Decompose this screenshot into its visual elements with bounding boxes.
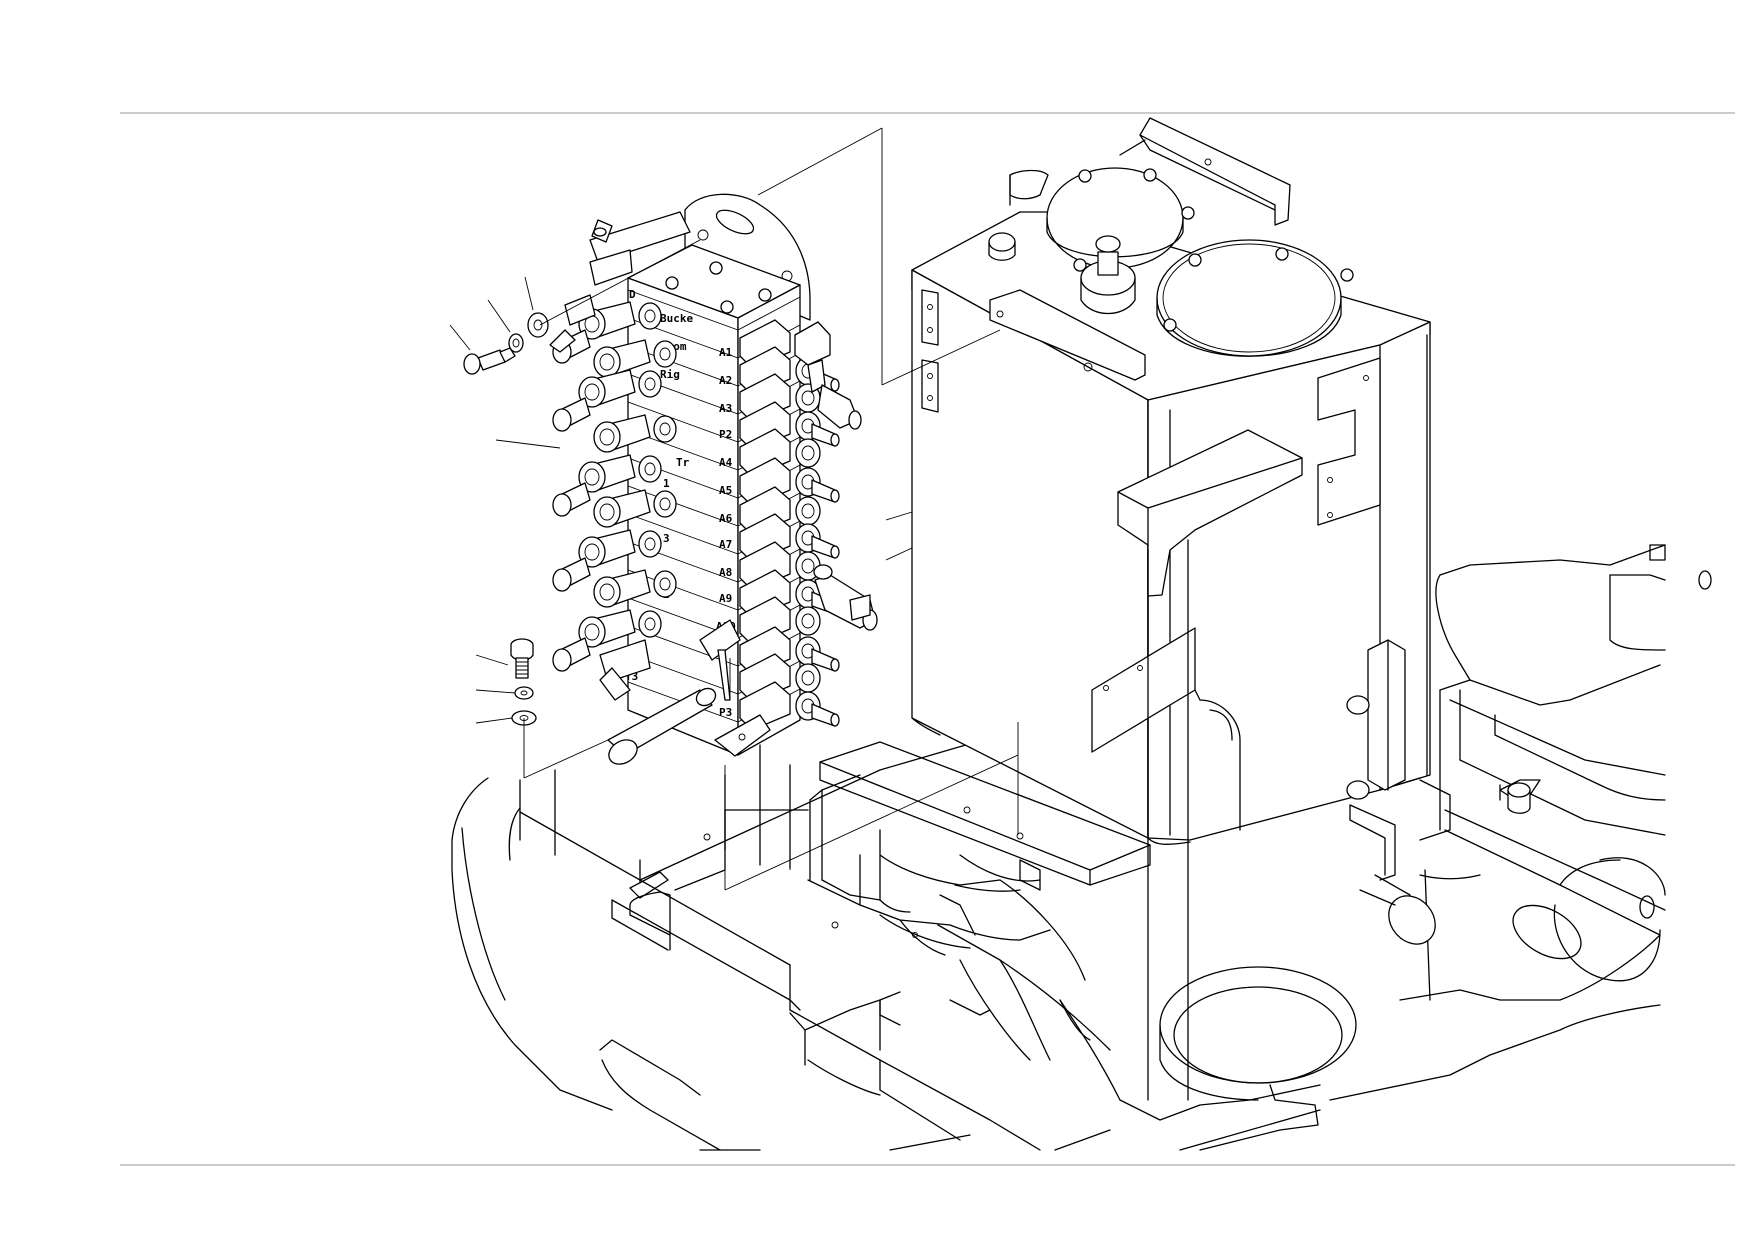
elbow-fitting-left <box>552 609 662 672</box>
valve-left-fittings <box>552 301 677 672</box>
mounting-bolt-lower <box>510 638 534 679</box>
control-valve-bank: Bucke Boom Rig Le Tr 1 3 2 D T3 A1 A2 A3… <box>549 193 878 765</box>
elbow-fitting-left <box>593 414 677 453</box>
port-label-a1: A1 <box>719 346 733 359</box>
loose-hardware <box>463 312 549 726</box>
swing-bearing-ring <box>1159 966 1357 1101</box>
upper-frame <box>451 544 1712 1151</box>
elbow-fitting-left <box>593 569 677 608</box>
elbow-fitting-left <box>593 489 677 528</box>
elbow-fitting-left <box>552 529 662 592</box>
sheet-frame <box>120 112 1735 1166</box>
valve-section-divider <box>627 485 739 527</box>
port-label-p3: P3 <box>719 706 732 719</box>
mounting-bolt-upper <box>463 347 516 375</box>
spring-washer-lower <box>514 686 534 700</box>
port-label-a7: A7 <box>719 538 732 551</box>
valve-section-divider <box>627 513 739 555</box>
port-label-a3: A3 <box>719 402 732 415</box>
elbow-fitting-left <box>593 339 677 378</box>
valve-label-bucket: Bucke <box>660 312 693 325</box>
valve-section-divider-side <box>737 296 801 331</box>
tank-filler-caps <box>988 167 1354 357</box>
valve-label-1: 1 <box>663 477 670 490</box>
valve-label-right: Rig <box>660 368 680 381</box>
valve-section-divider <box>627 401 739 443</box>
port-fitting-right <box>739 681 840 731</box>
flat-washer-upper <box>527 312 549 338</box>
valve-label-travel: Tr <box>676 456 690 469</box>
valve-right-fittings <box>739 319 840 731</box>
leader-lines <box>449 127 1019 891</box>
port-label-a5: A5 <box>719 484 732 497</box>
hydraulic-tank <box>911 117 1451 1101</box>
pivot-pin <box>1359 874 1436 945</box>
valve-label-d: D <box>629 288 636 301</box>
elbow-fitting-left <box>552 369 662 432</box>
valve-label-3: 3 <box>663 532 670 545</box>
small-plug <box>1507 782 1531 814</box>
port-label-a6: A6 <box>719 512 733 525</box>
port-label-a4: A4 <box>719 456 733 469</box>
valve-section-divider <box>627 289 739 331</box>
port-label-a2: A2 <box>719 374 732 387</box>
spring-washer-upper <box>508 333 524 353</box>
port-label-a8: A8 <box>719 566 732 579</box>
elbow-fitting-left <box>552 454 662 517</box>
port-label-a9: A9 <box>719 592 732 605</box>
port-label-p2: P2 <box>719 428 732 441</box>
